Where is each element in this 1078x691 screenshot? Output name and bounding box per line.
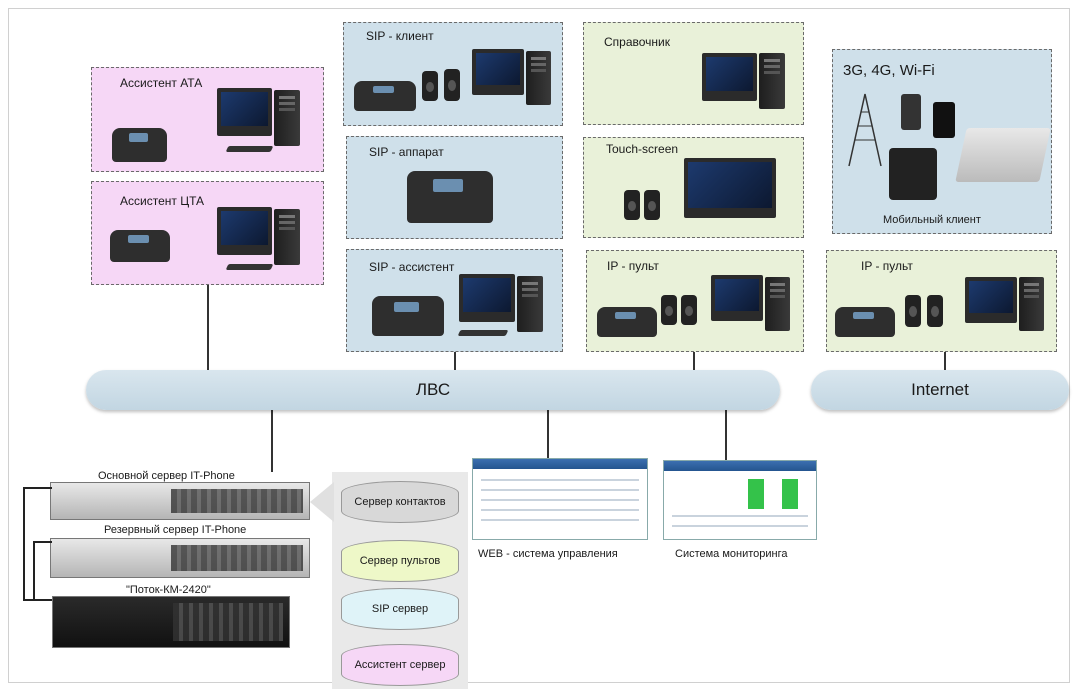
box-sip-assistant: SIP - ассистент (346, 249, 563, 352)
connector-line (271, 410, 273, 472)
box-directory: Справочник (583, 22, 804, 125)
connector-line (944, 352, 946, 370)
db-contacts-server: Сервер контактов (341, 481, 459, 523)
web-management-screenshot (472, 458, 648, 540)
pc-tower-icon (274, 209, 300, 265)
monitor-icon (459, 274, 515, 322)
db-sip-server: SIP сервер (341, 588, 459, 630)
db-console-server: Сервер пультов (341, 540, 459, 582)
box-sip-client: SIP - клиент (343, 22, 563, 126)
db-label: Сервер пультов (359, 555, 441, 567)
phone-icon (835, 307, 895, 337)
potok-label: "Поток-КМ-2420" (126, 584, 211, 596)
box-label: IP - пульт (861, 259, 913, 273)
monitoring-screenshot (663, 460, 817, 540)
cell-tower-icon (848, 93, 882, 167)
box-mobile-client: 3G, 4G, Wi-Fi Мобильный клиент (832, 49, 1052, 234)
server-cabling (23, 487, 52, 601)
pc-tower-icon (759, 53, 785, 109)
box-label: Ассистент АТА (120, 76, 203, 90)
box-assistant-cta: Ассистент ЦТА (91, 181, 324, 285)
connector-line (207, 285, 209, 370)
keyboard-icon (457, 330, 509, 336)
db-label: Ассистент сервер (354, 659, 446, 671)
phone-icon (372, 296, 444, 336)
potok-unit-icon (52, 596, 290, 648)
db-label: SIP сервер (371, 603, 429, 615)
smartphone-icon (901, 94, 921, 130)
internet-bus: Internet (811, 370, 1069, 410)
box-label: SIP - аппарат (369, 145, 444, 159)
web-system-label: WEB - система управления (478, 548, 618, 560)
monitoring-label: Система мониторинга (675, 548, 788, 560)
connector-line (693, 352, 695, 370)
box-ip-console: IP - пульт (586, 250, 804, 352)
speaker-icon (905, 295, 921, 327)
db-assistant-server: Ассистент сервер (341, 644, 459, 686)
laptop-icon (955, 128, 1051, 182)
monitor-icon (217, 88, 272, 136)
box-sip-phone: SIP - аппарат (346, 136, 563, 239)
connector-line (454, 352, 456, 370)
box-assistant-ata: Ассистент АТА (91, 67, 324, 172)
lan-bus: ЛВС (86, 370, 780, 410)
box-label: SIP - ассистент (369, 260, 455, 274)
speaker-icon (422, 71, 438, 101)
status-indicator (782, 479, 798, 509)
db-label: Сервер контактов (354, 496, 446, 508)
monitor-icon (965, 277, 1017, 323)
box-label: Touch-screen (606, 142, 679, 156)
smartphone-icon (933, 102, 955, 138)
pc-tower-icon (526, 51, 551, 105)
backup-server-icon (50, 538, 310, 578)
pc-tower-icon (274, 90, 300, 146)
tablet-icon (889, 148, 937, 200)
box-label: Ассистент ЦТА (120, 194, 205, 208)
monitor-icon (702, 53, 757, 101)
connector-line (547, 410, 549, 458)
mobile-network-title: 3G, 4G, Wi-Fi (843, 62, 935, 79)
box-label: IP - пульт (607, 259, 659, 273)
keyboard-icon (225, 264, 274, 270)
monitor-icon (217, 207, 272, 255)
pc-tower-icon (1019, 277, 1044, 331)
speaker-icon (681, 295, 697, 325)
phone-icon (597, 307, 657, 337)
status-indicator (748, 479, 764, 509)
diagram-frame (8, 8, 1070, 683)
phone-icon (407, 171, 493, 223)
backup-server-label: Резервный сервер IT-Phone (104, 524, 247, 536)
box-label: Справочник (604, 35, 670, 49)
pc-tower-icon (765, 277, 790, 331)
main-server-label: Основной сервер IT-Phone (98, 470, 235, 482)
speaker-icon (624, 190, 640, 220)
speaker-icon (661, 295, 677, 325)
monitor-icon (472, 49, 524, 95)
speaker-icon (927, 295, 943, 327)
box-ip-console-internet: IP - пульт (826, 250, 1057, 352)
mobile-client-caption: Мобильный клиент (883, 214, 981, 226)
touch-screen-icon (684, 158, 776, 218)
phone-icon (112, 128, 167, 162)
speaker-icon (644, 190, 660, 220)
callout-pointer (310, 482, 334, 522)
phone-icon (110, 230, 170, 262)
keyboard-icon (225, 146, 274, 152)
pc-tower-icon (517, 276, 543, 332)
phone-icon (354, 81, 416, 111)
box-touch-screen: Touch-screen (583, 137, 804, 238)
box-label: SIP - клиент (366, 29, 434, 43)
monitor-icon (711, 275, 763, 321)
connector-line (725, 410, 727, 460)
speaker-icon (444, 69, 460, 101)
main-server-icon (50, 482, 310, 520)
